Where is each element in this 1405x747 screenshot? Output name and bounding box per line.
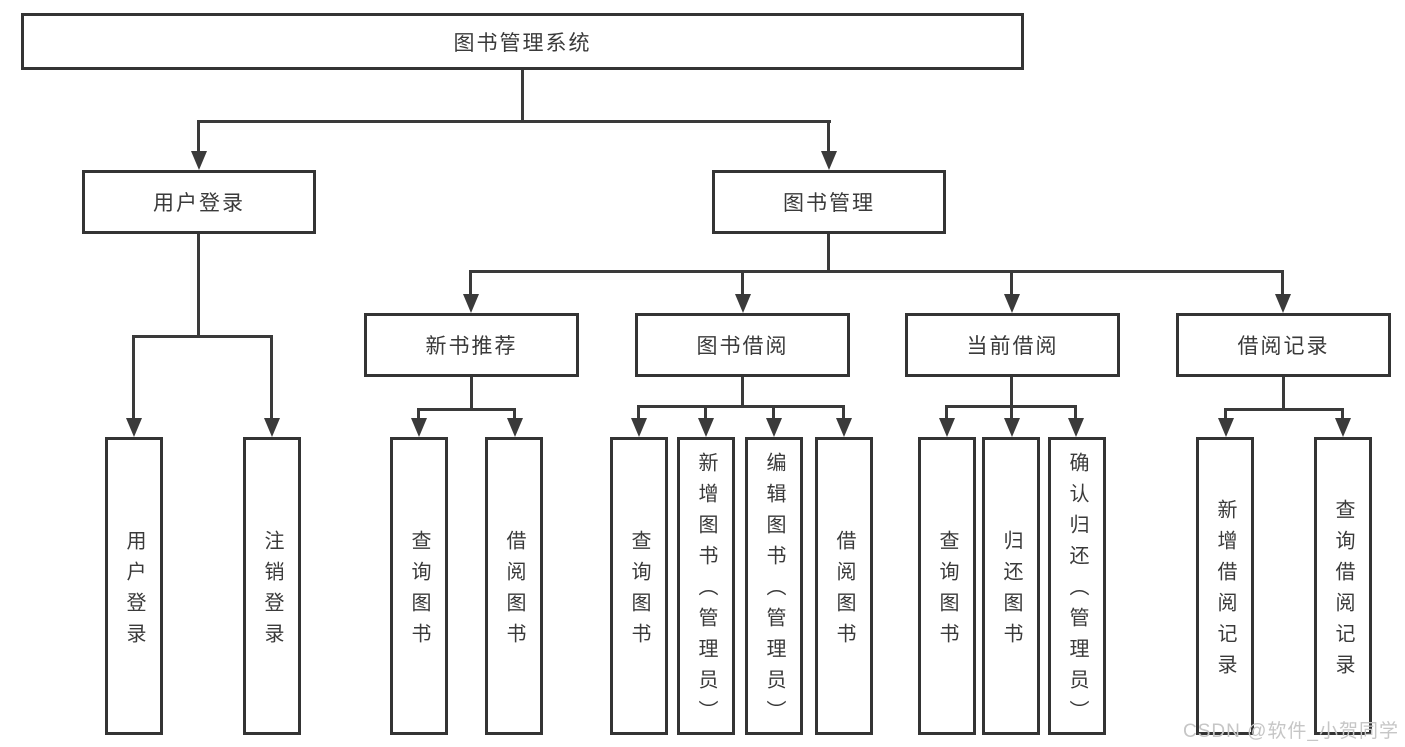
leaf-borrow-query-books-label: 查询图书 bbox=[628, 529, 650, 654]
arrow-head-bb-query bbox=[631, 418, 647, 437]
connector-borrow-records-stem bbox=[1282, 377, 1285, 409]
connector-borrow-records-branch bbox=[1224, 408, 1343, 411]
connector-arrow-bb-query-line bbox=[637, 405, 640, 420]
leaf-query-borrow-record: 查询借阅记录 bbox=[1314, 437, 1372, 735]
leaf-current-query-books-label: 查询图书 bbox=[936, 529, 958, 654]
node-root-label: 图书管理系统 bbox=[453, 31, 592, 55]
leaf-user-login: 用户登录 bbox=[105, 437, 163, 735]
leaf-add-borrow-record: 新增借阅记录 bbox=[1196, 437, 1254, 735]
connector-book-mgmt-stem bbox=[827, 234, 830, 271]
node-new-book-recommend-label: 新书推荐 bbox=[425, 335, 518, 358]
connector-book-borrow-stem bbox=[741, 377, 744, 407]
leaf-add-book-admin-label: 新增图书（管理员） bbox=[695, 452, 717, 731]
connector-arrow-bb-borrow-line bbox=[842, 405, 845, 420]
arrow-head-book-borrow bbox=[735, 294, 751, 313]
arrow-head-cb-confirm bbox=[1068, 418, 1084, 437]
node-book-borrow: 图书借阅 bbox=[635, 313, 850, 377]
node-book-management-label: 图书管理 bbox=[783, 192, 875, 215]
connector-arrow-cb-confirm-line bbox=[1074, 405, 1077, 420]
node-current-borrow: 当前借阅 bbox=[905, 313, 1120, 377]
arrow-head-leaf-login bbox=[126, 418, 142, 437]
arrow-head-bb-edit bbox=[766, 418, 782, 437]
leaf-add-borrow-record-label: 新增借阅记录 bbox=[1214, 498, 1236, 685]
connector-arrow-bb-add-line bbox=[704, 405, 707, 420]
arrow-head-cb-query bbox=[939, 418, 955, 437]
node-user-login: 用户登录 bbox=[82, 170, 316, 234]
arrow-head-nb-query bbox=[411, 418, 427, 437]
node-book-management: 图书管理 bbox=[712, 170, 946, 234]
node-book-borrow-label: 图书借阅 bbox=[696, 335, 789, 358]
arrow-head-bb-add bbox=[698, 418, 714, 437]
connector-book-borrow-branch bbox=[637, 405, 845, 408]
connector-arrow-current-borrow-line bbox=[1010, 270, 1013, 296]
arrow-head-borrow-records bbox=[1275, 294, 1291, 313]
leaf-newrec-borrow-books: 借阅图书 bbox=[485, 437, 543, 735]
arrow-head-leaf-logout bbox=[264, 418, 280, 437]
connector-user-login-branch bbox=[132, 335, 273, 338]
node-current-borrow-label: 当前借阅 bbox=[966, 335, 1059, 358]
connector-level1-branch bbox=[197, 120, 831, 123]
leaf-confirm-return-admin: 确认归还（管理员） bbox=[1048, 437, 1106, 735]
leaf-edit-book-admin-label: 编辑图书（管理员） bbox=[763, 452, 785, 731]
connector-arrow-nb-query-line bbox=[417, 408, 420, 420]
leaf-borrow-query-books: 查询图书 bbox=[610, 437, 668, 735]
connector-root-stem bbox=[521, 70, 524, 121]
node-user-login-label: 用户登录 bbox=[153, 192, 245, 215]
leaf-logout-label: 注销登录 bbox=[261, 529, 283, 654]
leaf-borrow-borrow-books-label: 借阅图书 bbox=[833, 529, 855, 654]
leaf-return-books-label: 归还图书 bbox=[1000, 529, 1022, 654]
connector-new-rec-stem bbox=[470, 377, 473, 409]
arrow-head-book-mgmt bbox=[821, 151, 837, 170]
leaf-query-borrow-record-label: 查询借阅记录 bbox=[1332, 498, 1354, 685]
leaf-borrow-borrow-books: 借阅图书 bbox=[815, 437, 873, 735]
connector-current-borrow-stem bbox=[1010, 377, 1013, 407]
connector-arrow-br-add-line bbox=[1224, 408, 1227, 420]
arrow-head-br-add bbox=[1218, 418, 1234, 437]
leaf-current-query-books: 查询图书 bbox=[918, 437, 976, 735]
leaf-confirm-return-admin-label: 确认归还（管理员） bbox=[1066, 452, 1088, 731]
arrow-head-nb-borrow bbox=[507, 418, 523, 437]
node-root-library-system: 图书管理系统 bbox=[21, 13, 1024, 70]
node-new-book-recommend: 新书推荐 bbox=[364, 313, 579, 377]
leaf-newrec-query-books: 查询图书 bbox=[390, 437, 448, 735]
arrow-head-new-rec bbox=[463, 294, 479, 313]
connector-arrow-new-rec-line bbox=[469, 270, 472, 296]
connector-new-rec-branch bbox=[417, 408, 516, 411]
node-borrow-records-label: 借阅记录 bbox=[1237, 335, 1330, 358]
arrow-head-cb-return bbox=[1004, 418, 1020, 437]
connector-level3-branch bbox=[469, 270, 1284, 273]
connector-arrow-leaf-logout-line bbox=[270, 335, 273, 419]
connector-arrow-cb-query-line bbox=[945, 405, 948, 420]
arrow-head-bb-borrow bbox=[836, 418, 852, 437]
arrow-head-user-login bbox=[191, 151, 207, 170]
connector-arrow-book-mgmt-line bbox=[827, 120, 830, 153]
leaf-newrec-query-books-label: 查询图书 bbox=[408, 529, 430, 654]
arrow-head-br-query bbox=[1335, 418, 1351, 437]
leaf-return-books: 归还图书 bbox=[982, 437, 1040, 735]
csdn-watermark: CSDN @软件_小贺同学 bbox=[1183, 721, 1399, 742]
leaf-logout: 注销登录 bbox=[243, 437, 301, 735]
leaf-edit-book-admin: 编辑图书（管理员） bbox=[745, 437, 803, 735]
connector-arrow-leaf-login-line bbox=[132, 335, 135, 419]
node-borrow-records: 借阅记录 bbox=[1176, 313, 1391, 377]
leaf-user-login-label: 用户登录 bbox=[123, 529, 145, 654]
connector-user-login-stem bbox=[197, 234, 200, 336]
leaf-newrec-borrow-books-label: 借阅图书 bbox=[503, 529, 525, 654]
connector-arrow-bb-edit-line bbox=[772, 405, 775, 420]
arrow-head-current-borrow bbox=[1004, 294, 1020, 313]
connector-arrow-nb-borrow-line bbox=[513, 408, 516, 420]
connector-arrow-br-query-line bbox=[1341, 408, 1344, 420]
connector-arrow-borrow-records-line bbox=[1281, 270, 1284, 296]
leaf-add-book-admin: 新增图书（管理员） bbox=[677, 437, 735, 735]
connector-arrow-book-borrow-line bbox=[741, 270, 744, 296]
connector-arrow-user-login-line bbox=[197, 120, 200, 153]
connector-arrow-cb-return-line bbox=[1010, 405, 1013, 420]
